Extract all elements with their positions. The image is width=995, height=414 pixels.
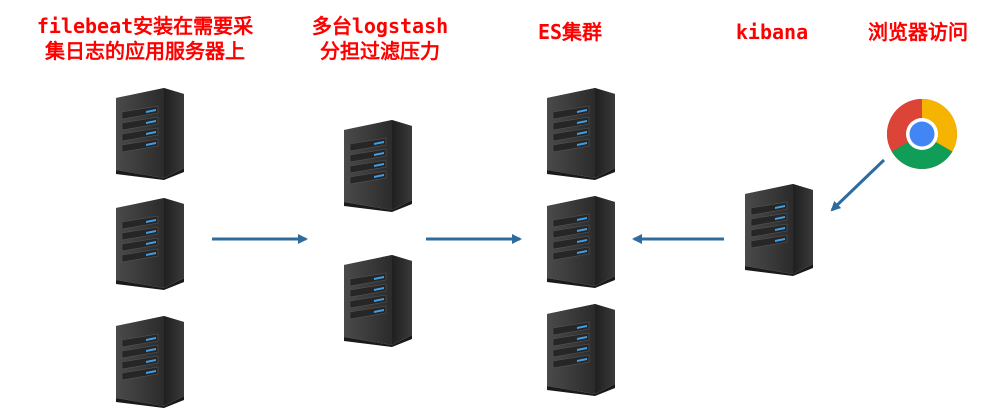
arrow-kibana-to-es bbox=[632, 234, 724, 244]
logstash-server-2-icon bbox=[340, 253, 414, 347]
browser-label: 浏览器访问 bbox=[868, 20, 968, 44]
logstash-label-line1: 多台logstash bbox=[311, 14, 449, 38]
es-server-3-icon bbox=[543, 302, 617, 396]
filebeat-server-3-icon bbox=[112, 314, 186, 408]
filebeat-label: filebeat安装在需要采 集日志的应用服务器上 bbox=[20, 14, 270, 64]
arrow-logstash-to-es bbox=[426, 234, 522, 244]
kibana-label: kibana bbox=[735, 20, 809, 44]
logstash-label: 多台logstash 分担过滤压力 bbox=[300, 14, 460, 64]
arrow-browser-to-kibana bbox=[830, 158, 886, 212]
es-server-1-icon bbox=[543, 86, 617, 180]
filebeat-label-line2: 集日志的应用服务器上 bbox=[45, 39, 245, 63]
es-label: ES集群 bbox=[537, 20, 603, 44]
filebeat-label-line1: filebeat安装在需要采 bbox=[36, 14, 254, 38]
logstash-label-line2: 分担过滤压力 bbox=[320, 39, 440, 63]
arrow-filebeat-to-logstash bbox=[212, 234, 308, 244]
filebeat-server-2-icon bbox=[112, 196, 186, 290]
chrome-icon bbox=[886, 98, 958, 170]
filebeat-server-1-icon bbox=[112, 86, 186, 180]
kibana-server-icon bbox=[741, 182, 815, 276]
logstash-server-1-icon bbox=[340, 118, 414, 212]
es-server-2-icon bbox=[543, 194, 617, 288]
